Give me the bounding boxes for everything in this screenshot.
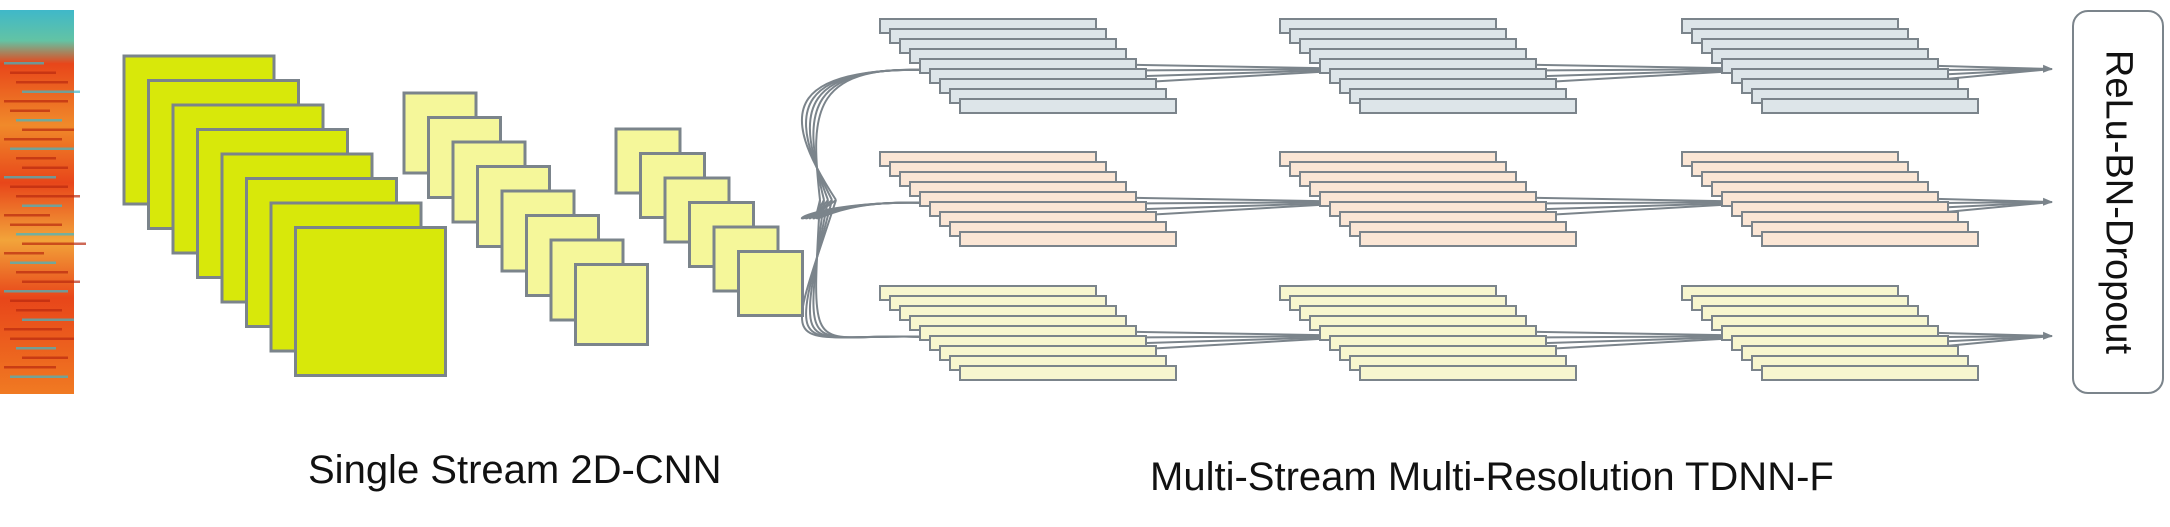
relu-bn-dropout-block: ReLu-BN-Dropout — [2072, 10, 2164, 394]
spectrogram-band — [4, 290, 68, 293]
spectrogram-band — [16, 271, 68, 274]
spectrogram-band — [22, 90, 80, 93]
tdnn-layer — [1359, 365, 1577, 381]
spectrogram-band — [10, 109, 50, 112]
spectrogram-band — [10, 71, 56, 74]
tdnn-caption: Multi-Stream Multi-Resolution TDNN-F — [1150, 455, 1834, 499]
tdnn-streams — [879, 18, 1979, 381]
spectrogram-band — [4, 252, 44, 255]
stream-fanout-line — [800, 68, 965, 201]
spectrogram-band — [10, 261, 56, 264]
tdnn-layer — [959, 231, 1177, 247]
input-spectrogram — [0, 10, 86, 394]
spectrogram-band — [16, 233, 74, 236]
spectrogram-band — [4, 62, 44, 65]
spectrogram-band — [16, 157, 56, 160]
stream-fanout-line — [801, 199, 965, 220]
spectrogram-band — [16, 347, 56, 350]
spectrogram-band — [16, 195, 80, 198]
spectrogram-band — [10, 375, 68, 378]
spectrogram-band — [4, 328, 62, 331]
relu-bn-dropout-label: ReLu-BN-Dropout — [2097, 49, 2140, 355]
cnn-block — [122, 54, 804, 377]
tdnn-layer — [1761, 365, 1979, 381]
spectrogram-band — [16, 119, 62, 122]
spectrogram-band — [22, 318, 74, 321]
spectrogram-band — [4, 214, 50, 217]
spectrogram-band — [10, 223, 62, 226]
spectrogram-band — [22, 242, 86, 245]
spectrogram-band — [4, 366, 56, 369]
spectrogram-band — [4, 138, 62, 141]
tdnn-layer — [1761, 231, 1979, 247]
spectrogram-band — [10, 147, 74, 150]
tdnn-layer — [959, 365, 1177, 381]
spectrogram-band — [22, 128, 74, 131]
tdnn-layer — [1359, 231, 1577, 247]
cnn-feature-map-small — [737, 250, 804, 317]
cnn-feature-map — [294, 226, 447, 377]
spectrogram-band — [10, 185, 68, 188]
cnn-feature-map-small — [574, 263, 649, 346]
tdnn-layer — [1761, 98, 1979, 114]
cnn-caption: Single Stream 2D-CNN — [308, 448, 722, 492]
spectrogram-band — [10, 337, 74, 340]
spectrogram-band — [10, 299, 50, 302]
spectrogram-band — [22, 356, 68, 359]
spectrogram-band — [16, 81, 68, 84]
spectrogram-band — [16, 309, 62, 312]
spectrogram-band — [22, 166, 68, 169]
tdnn-layer — [1359, 98, 1577, 114]
spectrogram-band — [22, 280, 80, 283]
spectrogram-band — [4, 176, 56, 179]
spectrogram-band — [22, 204, 62, 207]
spectrogram-image — [0, 10, 74, 394]
stream-fanout-line — [801, 199, 965, 339]
spectrogram-band — [4, 100, 68, 103]
tdnn-layer — [959, 98, 1177, 114]
